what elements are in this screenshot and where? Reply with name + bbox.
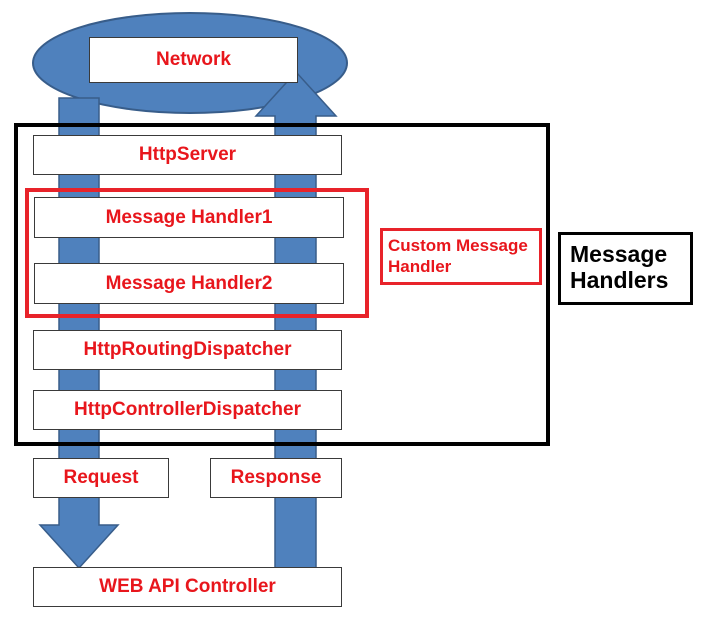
http-server-label: HttpServer [138,144,237,165]
handlers-label-line1: Message [570,241,668,267]
network-label: Network [156,49,231,70]
response-box: Response [210,458,342,498]
network-label-box: Network [89,37,298,83]
http-routing-dispatcher-label: HttpRoutingDispatcher [83,339,292,360]
message-handler1-box: Message Handler1 [34,197,344,238]
http-routing-dispatcher-box: HttpRoutingDispatcher [33,330,342,370]
web-api-controller-label: WEB API Controller [99,576,276,597]
custom-handlers-group [25,188,369,318]
http-controller-dispatcher-box: HttpControllerDispatcher [33,390,342,430]
handlers-label-line2: Handlers [570,267,669,293]
request-box: Request [33,458,169,498]
http-controller-dispatcher-label: HttpControllerDispatcher [74,399,301,420]
message-handler2-box: Message Handler2 [34,263,344,304]
request-label: Request [63,467,139,488]
response-label: Response [230,467,322,488]
http-server-box: HttpServer [33,135,342,175]
custom-label-line2: Handler [388,257,452,276]
web-api-controller-box: WEB API Controller [33,567,342,607]
message-handler1-label: Message Handler1 [105,206,273,228]
custom-label-line1: Custom Message [388,236,528,255]
pipeline-boundary [14,123,550,446]
message-handlers-label: Message Handlers [558,232,693,305]
custom-message-handler-label: Custom Message Handler [380,228,542,285]
message-handler2-label: Message Handler2 [105,272,273,294]
